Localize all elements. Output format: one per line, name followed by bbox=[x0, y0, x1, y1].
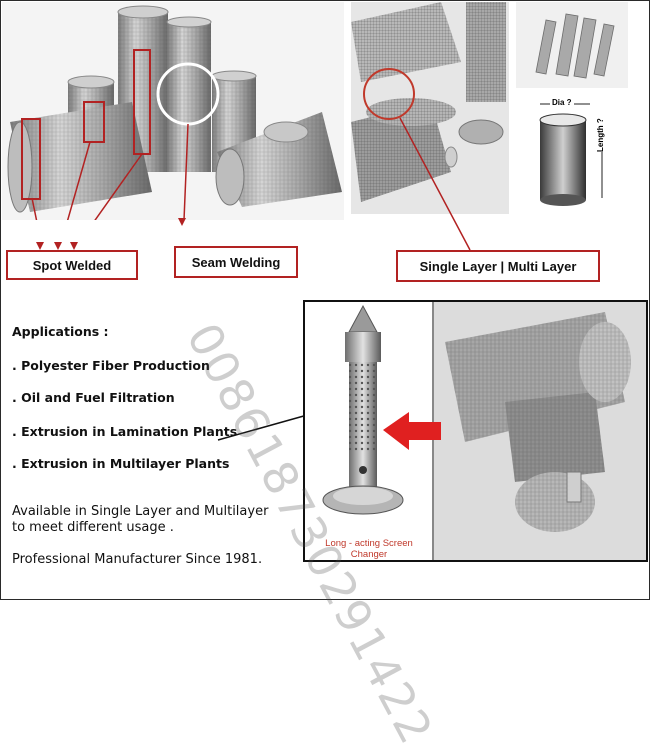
screen-changer-caption: Long - acting Screen Changer bbox=[325, 538, 413, 560]
rolled-mesh-photo bbox=[351, 2, 509, 214]
seam-welding-label: Seam Welding bbox=[174, 246, 298, 278]
single-multi-layer-label: Single Layer | Multi Layer bbox=[396, 250, 600, 282]
dimension-diagram: Dia ? Length ? bbox=[520, 92, 630, 214]
single-multi-layer-text: Single Layer | Multi Layer bbox=[419, 258, 577, 274]
manufacturer-text: Professional Manufacturer Since 1981. bbox=[12, 552, 263, 567]
spot-welded-label: Spot Welded bbox=[6, 250, 138, 280]
screen-changer-panel: Long - acting Screen Changer bbox=[303, 300, 648, 562]
application-item: . Extrusion in Lamination Plants bbox=[12, 424, 238, 439]
mesh-cylinders-photo bbox=[2, 2, 344, 220]
application-item: . Extrusion in Multilayer Plants bbox=[12, 456, 230, 471]
application-item: . Oil and Fuel Filtration bbox=[12, 390, 175, 405]
seam-welding-text: Seam Welding bbox=[191, 254, 281, 270]
availability-text: Available in Single Layer and Multilayer… bbox=[12, 504, 269, 535]
filter-tubes-photo bbox=[516, 2, 628, 88]
applications-heading: Applications : bbox=[12, 324, 109, 339]
application-item: . Polyester Fiber Production bbox=[12, 358, 210, 373]
spot-welded-text: Spot Welded bbox=[32, 257, 112, 273]
dia-label: Dia ? bbox=[550, 98, 574, 107]
